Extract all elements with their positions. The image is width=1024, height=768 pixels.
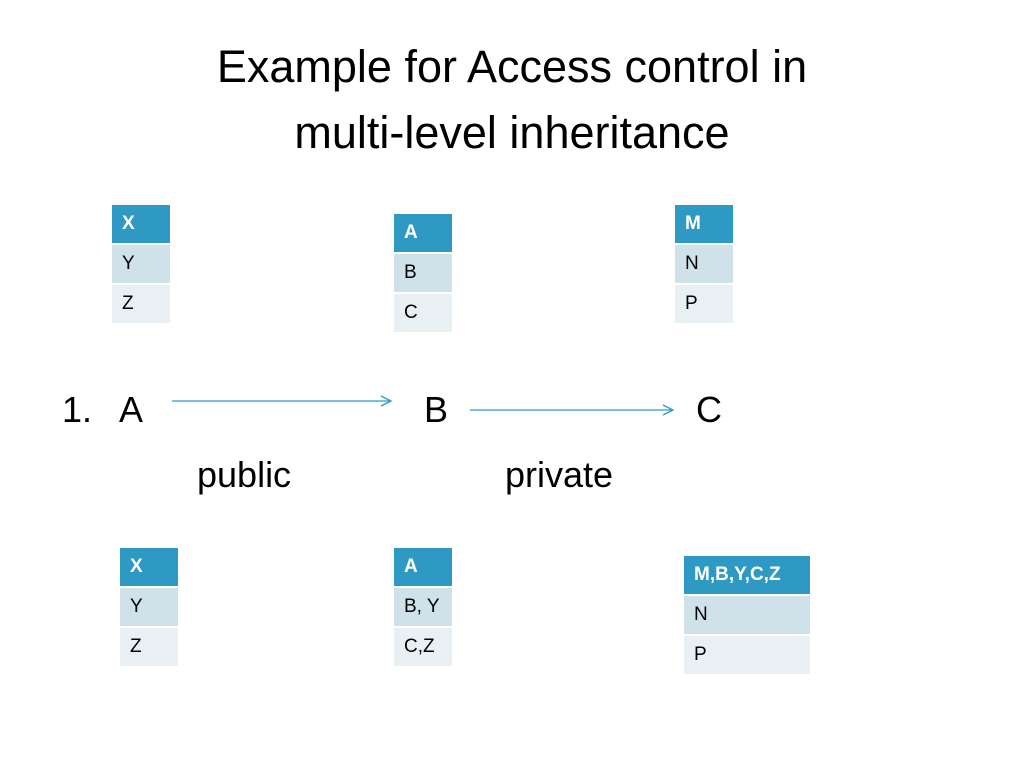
table-cell: P — [684, 636, 810, 674]
table-header: A — [394, 548, 452, 586]
top-table-m: M N P — [675, 203, 733, 325]
label-private: private — [505, 454, 614, 495]
table-cell: Z — [112, 285, 170, 323]
table-cell: B — [394, 254, 452, 292]
table-header: M — [675, 205, 733, 243]
slide-title: Example for Access control in multi-leve… — [0, 34, 1024, 166]
table-cell: P — [675, 285, 733, 323]
table-header: M,B,Y,C,Z — [684, 556, 810, 594]
table-header: X — [120, 548, 178, 586]
label-public: public — [197, 454, 292, 495]
table-cell: Z — [120, 628, 178, 666]
bottom-table-x: X Y Z — [120, 546, 178, 668]
bottom-table-m: M,B,Y,C,Z N P — [684, 554, 810, 676]
title-line-2: multi-level inheritance — [294, 107, 730, 158]
chain-node-a: A — [119, 389, 144, 430]
table-cell: Y — [112, 245, 170, 283]
chain-node-b: B — [424, 389, 449, 430]
table-header: A — [394, 214, 452, 252]
chain-node-c: C — [696, 389, 722, 430]
table-cell: N — [675, 245, 733, 283]
table-cell: C — [394, 294, 452, 332]
arrow-b-to-c — [470, 404, 675, 416]
arrow-a-to-b — [172, 395, 393, 407]
table-cell: Y — [120, 588, 178, 626]
table-cell: B, Y — [394, 588, 452, 626]
top-table-a: A B C — [394, 212, 452, 334]
bottom-table-a: A B, Y C,Z — [394, 546, 452, 668]
chain-number: 1. — [62, 389, 93, 430]
top-table-x: X Y Z — [112, 203, 170, 325]
table-header: X — [112, 205, 170, 243]
title-line-1: Example for Access control in — [216, 41, 808, 92]
table-cell: N — [684, 596, 810, 634]
table-cell: C,Z — [394, 628, 452, 666]
